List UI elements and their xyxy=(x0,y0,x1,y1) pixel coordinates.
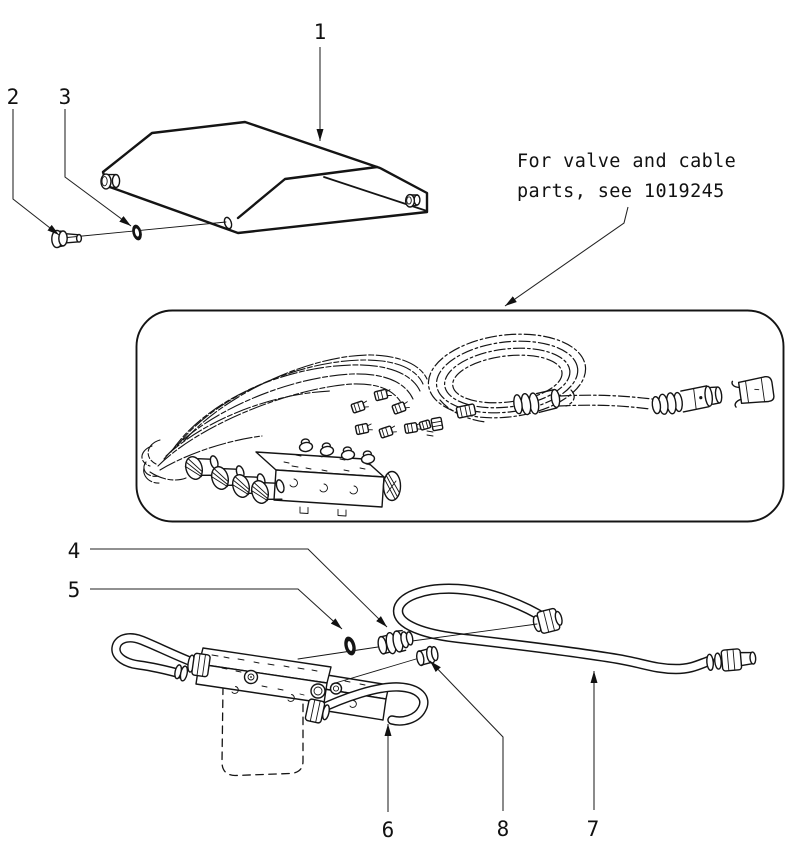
cable-coil-assembly xyxy=(426,333,775,437)
callout-7: 7 xyxy=(586,817,600,841)
hose-part-7 xyxy=(392,583,757,675)
o-ring-part-5 xyxy=(344,636,356,656)
manifold-assembly xyxy=(111,633,429,777)
strain-relief xyxy=(513,388,561,416)
callout-2: 2 xyxy=(6,85,20,109)
leader-line-3 xyxy=(64,109,132,227)
hose-7-nut xyxy=(532,607,563,634)
cover-plate-part-1 xyxy=(100,120,429,235)
leader-line-5 xyxy=(90,588,343,630)
cable-plug xyxy=(651,385,723,415)
leader-line-8 xyxy=(429,660,504,811)
axis-lines xyxy=(297,623,538,685)
callout-4: 4 xyxy=(67,539,81,563)
harness-connectors xyxy=(350,388,432,439)
bolt-part-2 xyxy=(51,229,83,249)
coil-connector xyxy=(455,403,477,419)
leader-line-2 xyxy=(12,109,60,236)
fastener-axis-line xyxy=(61,221,227,239)
cable-receptacle xyxy=(731,375,775,408)
valve-tops xyxy=(298,438,376,465)
left-hose xyxy=(111,633,211,682)
callout-1: 1 xyxy=(313,20,327,44)
leader-line-4 xyxy=(90,548,388,628)
valve-assembly xyxy=(141,354,432,517)
callout-6: 6 xyxy=(381,818,395,842)
callout-5: 5 xyxy=(67,578,81,602)
filter-canister-outline xyxy=(221,686,304,777)
valve-cable-reference-box xyxy=(135,309,785,523)
leader-line-note xyxy=(504,206,629,307)
callout-8: 8 xyxy=(496,817,510,841)
hose-7-end-fitting xyxy=(706,648,757,672)
reference-note-line-2: parts, see 1019245 xyxy=(517,181,725,202)
solenoid-coils xyxy=(184,455,285,504)
plug-part-8 xyxy=(415,645,439,667)
washer-part-3 xyxy=(132,224,142,241)
fitting-part-4 xyxy=(377,629,414,655)
reference-note-line-1: For valve and cable xyxy=(517,151,737,172)
hose-part-6 xyxy=(304,682,429,726)
leader-lines xyxy=(12,47,629,812)
callout-3: 3 xyxy=(58,85,72,109)
